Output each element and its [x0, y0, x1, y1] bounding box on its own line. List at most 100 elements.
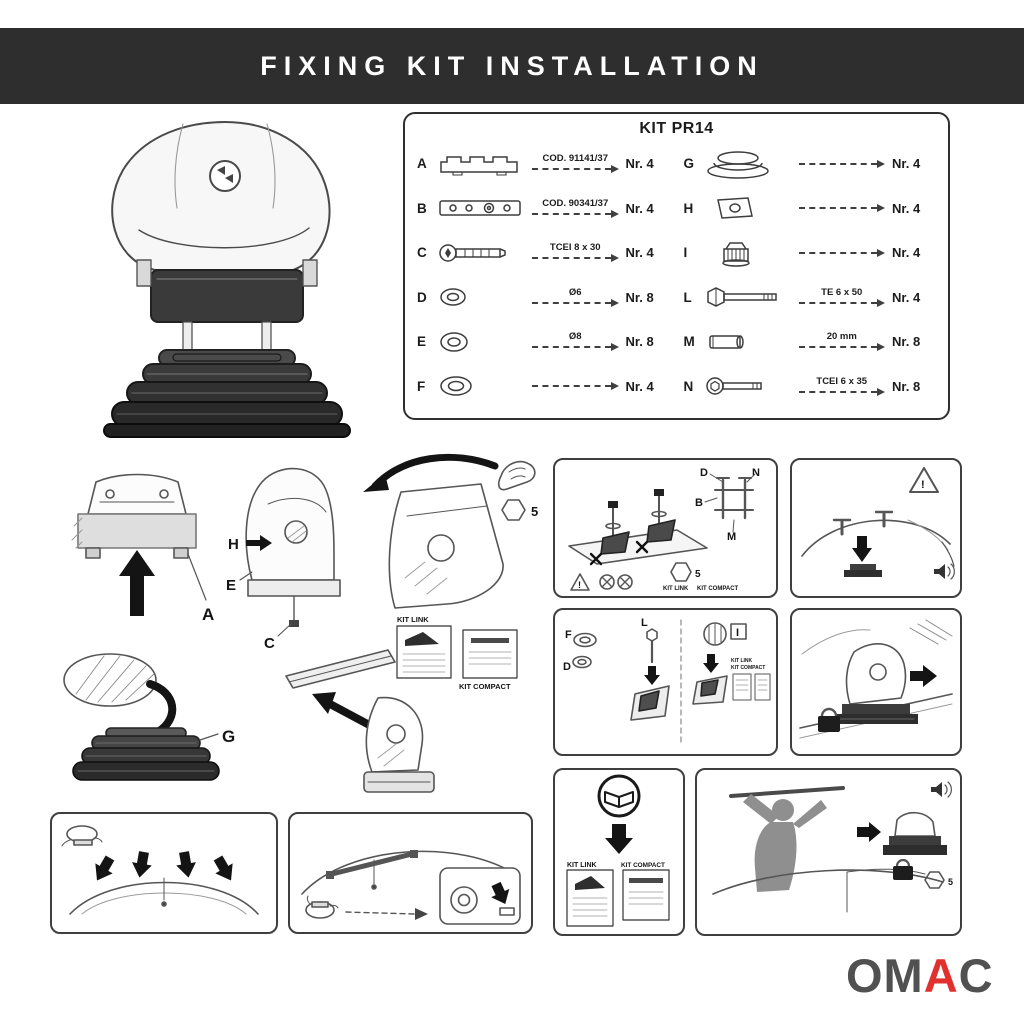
- speaker-icon: [934, 563, 955, 580]
- kit-row-i: I Nr. 4: [684, 231, 937, 274]
- washer-large-icon: [437, 373, 527, 399]
- warning-triangle-icon: [909, 467, 939, 493]
- kit-row-e: E Ø8 Nr. 8: [417, 320, 670, 363]
- header-banner: FIXING KIT INSTALLATION: [0, 28, 1024, 104]
- label-m: M: [727, 531, 736, 543]
- dashed-arrow-icon: [415, 908, 428, 920]
- arrowhead-icon: [877, 298, 885, 307]
- kit-row-g: G Nr. 4: [684, 142, 937, 185]
- label-kit-compact: KIT COMPACT: [621, 862, 665, 869]
- part-letter: N: [683, 378, 694, 394]
- label-kit-compact: KIT COMPACT: [459, 682, 511, 691]
- part-code: Ø8: [568, 331, 582, 343]
- part-letter: B: [417, 200, 427, 216]
- arrowhead-icon: [877, 159, 885, 168]
- part-code: COD. 90341/37: [542, 197, 609, 209]
- hero-foot-drawing: [55, 112, 395, 442]
- bracket-icon: [437, 152, 527, 176]
- right-arrow-icon: [910, 665, 937, 687]
- warning-mark: !: [921, 479, 925, 491]
- part-letter: E: [417, 334, 427, 350]
- step-sketch-kitlink: 5 KIT LINK KIT COMPACT: [345, 446, 545, 691]
- leader-line: [532, 382, 619, 391]
- arrowhead-icon: [877, 204, 885, 213]
- lock-icon: [893, 858, 913, 880]
- hex-key-icon: [924, 871, 945, 889]
- part-qty: Nr. 8: [892, 378, 921, 394]
- steering-wheel-icon: [450, 886, 478, 914]
- leader-line: [798, 159, 885, 168]
- panel-foot-lock: [790, 608, 962, 756]
- square-nut-icon: [704, 195, 794, 221]
- washer-small-icon: [437, 285, 527, 309]
- hex-key-icon: [501, 499, 526, 521]
- placement-arrow-icon: [95, 855, 115, 881]
- step-sketch-foot-bar: [278, 640, 443, 805]
- crossed-circle-icon: [599, 574, 615, 590]
- part-qty: Nr. 4: [892, 289, 921, 305]
- speaker-icon: [931, 781, 952, 798]
- page-title: FIXING KIT INSTALLATION: [260, 50, 764, 81]
- kit-row-l: L TE 6 x 50 Nr. 4: [684, 276, 937, 319]
- kit-row-m: M 20 mm Nr. 8: [684, 320, 937, 363]
- step-sketch-part-a: A: [48, 468, 223, 633]
- kit-row-c: C TCEI 8 x 30 Nr. 4: [417, 231, 670, 274]
- allen-screw-icon: [704, 374, 794, 398]
- panel-fastening: F D L I KIT LINK KIT COMPACT: [553, 608, 778, 756]
- part-qty: Nr. 4: [625, 245, 654, 261]
- part-letter: L: [683, 289, 692, 305]
- label-kit-compact: KIT COMPACT: [697, 586, 739, 592]
- kit-compact-sheet: [462, 629, 518, 679]
- roof-foot-illustration: [103, 121, 351, 438]
- part-letter: A: [417, 156, 427, 171]
- manual-icon: [597, 774, 641, 818]
- part-qty: Nr. 8: [625, 334, 654, 350]
- part-letter: C: [417, 245, 427, 261]
- label-i: I: [736, 627, 739, 639]
- label-e: E: [226, 577, 236, 594]
- warning-mark: !: [578, 580, 581, 590]
- leader-line: TCEI 6 x 35: [798, 376, 885, 396]
- hex-key-icon: [670, 562, 692, 582]
- label-f: F: [565, 629, 572, 641]
- part-qty: Nr. 4: [892, 200, 921, 216]
- kit-row-b: B COD. 90341/37 Nr. 4: [417, 187, 670, 230]
- logo-text-om: OM: [846, 949, 924, 1002]
- label-h: H: [228, 536, 239, 553]
- label-hex-size: 5: [695, 569, 701, 580]
- leader-line: TCEI 8 x 30: [532, 242, 619, 263]
- diagonal-arrow-icon: [312, 692, 336, 714]
- label-d: D: [700, 467, 708, 479]
- panel-installer: 5: [695, 768, 962, 936]
- part-code: TE 6 x 50: [821, 286, 863, 298]
- label-g: G: [222, 727, 235, 746]
- arrowhead-icon: [610, 254, 619, 263]
- arrowhead-icon: [877, 387, 885, 396]
- part-code: 20 mm: [826, 331, 857, 343]
- brand-emblem-icon: [217, 166, 225, 175]
- leader-line: COD. 91141/37: [532, 153, 619, 173]
- right-arrow-icon: [246, 535, 272, 551]
- panel-roof-positions: [50, 812, 278, 934]
- label-c: C: [264, 635, 275, 652]
- lock-icon: [818, 707, 840, 732]
- hand-icon: [497, 460, 536, 491]
- kit-row-h: H Nr. 4: [684, 187, 937, 230]
- label-kit-link: KIT LINK: [731, 658, 752, 664]
- part-letter: H: [683, 200, 694, 216]
- arrowhead-icon: [610, 382, 619, 391]
- label-kit-link: KIT LINK: [397, 615, 429, 624]
- kit-compact-sheet: [622, 869, 670, 921]
- part-letter: G: [683, 156, 695, 171]
- label-a: A: [202, 605, 214, 624]
- part-qty: Nr. 8: [625, 289, 654, 305]
- arrowhead-icon: [610, 343, 619, 352]
- part-letter: F: [417, 378, 426, 394]
- washer-medium-icon: [437, 329, 527, 355]
- leader-line: TE 6 x 50: [798, 286, 885, 307]
- logo-text-a: A: [923, 949, 959, 1002]
- parts-column-left: A COD. 91141/37 Nr. 4 B: [417, 140, 670, 410]
- arrowhead-icon: [610, 298, 619, 307]
- step-sketch-part-g: G: [48, 642, 243, 797]
- parts-list-box: KIT PR14 A COD. 91141/37 Nr. 4: [403, 112, 950, 420]
